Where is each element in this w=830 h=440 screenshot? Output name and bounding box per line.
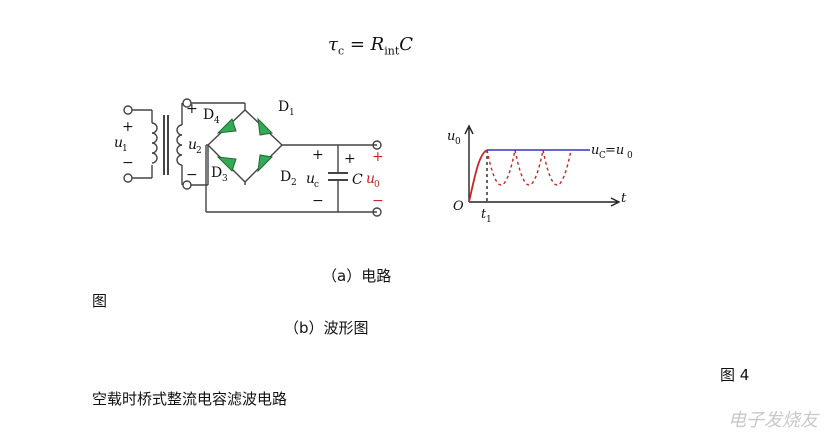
formula-lhs: τ [328, 34, 338, 55]
curve-label-eq: =u [605, 143, 624, 158]
x-axis-label: t [621, 191, 627, 206]
y-axis-arrow-icon [464, 124, 474, 135]
u1-sub: 1 [122, 144, 128, 154]
diode-d4-icon [216, 118, 237, 134]
formula-rhs-sub: int [384, 44, 400, 58]
t1-sub: 1 [486, 215, 492, 225]
figure-number: 图 4 [720, 366, 750, 384]
u0-sub: 0 [374, 180, 380, 190]
charging-curve [468, 149, 488, 203]
output-waveform: u 0 t O t 1 u C =u 0 [447, 124, 633, 225]
minus-u0: − [372, 193, 384, 209]
caption-fig-word: 图 [92, 292, 108, 310]
diode-d3-icon [216, 156, 237, 172]
t1-label: t [481, 207, 487, 222]
minus-u2: − [186, 167, 198, 183]
formula-eq: = [344, 34, 371, 55]
plus-u0: + [372, 149, 384, 165]
u1-label: u [114, 135, 123, 151]
caption-a: （a）电路 [322, 267, 392, 285]
x-axis-arrow-icon [610, 197, 621, 207]
d3-label: D [211, 165, 222, 181]
figure-title: 空载时桥式整流电容滤波电路 [92, 390, 288, 408]
curve-label-eq-sub: 0 [627, 151, 633, 161]
formula-rhs-tail: C [399, 34, 414, 55]
uc-sub: c [314, 180, 319, 190]
u0-label: u [366, 171, 375, 187]
rectified-wave [486, 149, 572, 186]
y-axis-sub: 0 [455, 137, 461, 147]
diode-d1-icon [257, 117, 274, 136]
plus-cap: + [344, 151, 356, 167]
capacitor-label: C [352, 172, 363, 188]
curve-label: u [591, 143, 599, 158]
plus-uc: + [312, 147, 324, 163]
d4-label: D [203, 107, 214, 123]
u2-label: u [188, 137, 197, 153]
primary-terminal-bottom [123, 173, 133, 183]
y-axis-label: u [447, 129, 455, 144]
origin-label: O [453, 199, 464, 214]
primary-coil [151, 122, 158, 164]
d2-sub: 2 [291, 178, 297, 188]
watermark-logo: 电子发烧友 [728, 410, 818, 431]
uc-label: u [306, 171, 315, 187]
output-terminal-plus [372, 140, 382, 150]
formula-rhs: R [370, 34, 385, 55]
d2-label: D [280, 169, 291, 185]
caption-b: （b）波形图 [284, 319, 369, 337]
primary-terminal-top [123, 105, 133, 115]
plus-u2: + [186, 101, 198, 117]
minus-uc: − [312, 193, 324, 209]
u2-sub: 2 [196, 146, 202, 156]
output-terminal-minus [372, 207, 382, 217]
plus-u1: + [122, 119, 134, 135]
d4-sub: 4 [214, 116, 220, 126]
bridge-rectifier-circuit: + u 1 − + u 2 − D 4 D 1 D 3 D 2 + u c − … [114, 98, 384, 217]
curve-label-sub: C [599, 151, 606, 161]
formula: τc = RintC [328, 34, 413, 58]
diode-d2-icon [257, 154, 274, 173]
d1-label: D [278, 99, 289, 115]
secondary-coil [176, 124, 183, 166]
d1-sub: 1 [289, 108, 295, 118]
d3-sub: 3 [222, 174, 228, 184]
minus-u1: − [122, 155, 134, 171]
formula-lhs-sub: c [337, 44, 345, 58]
